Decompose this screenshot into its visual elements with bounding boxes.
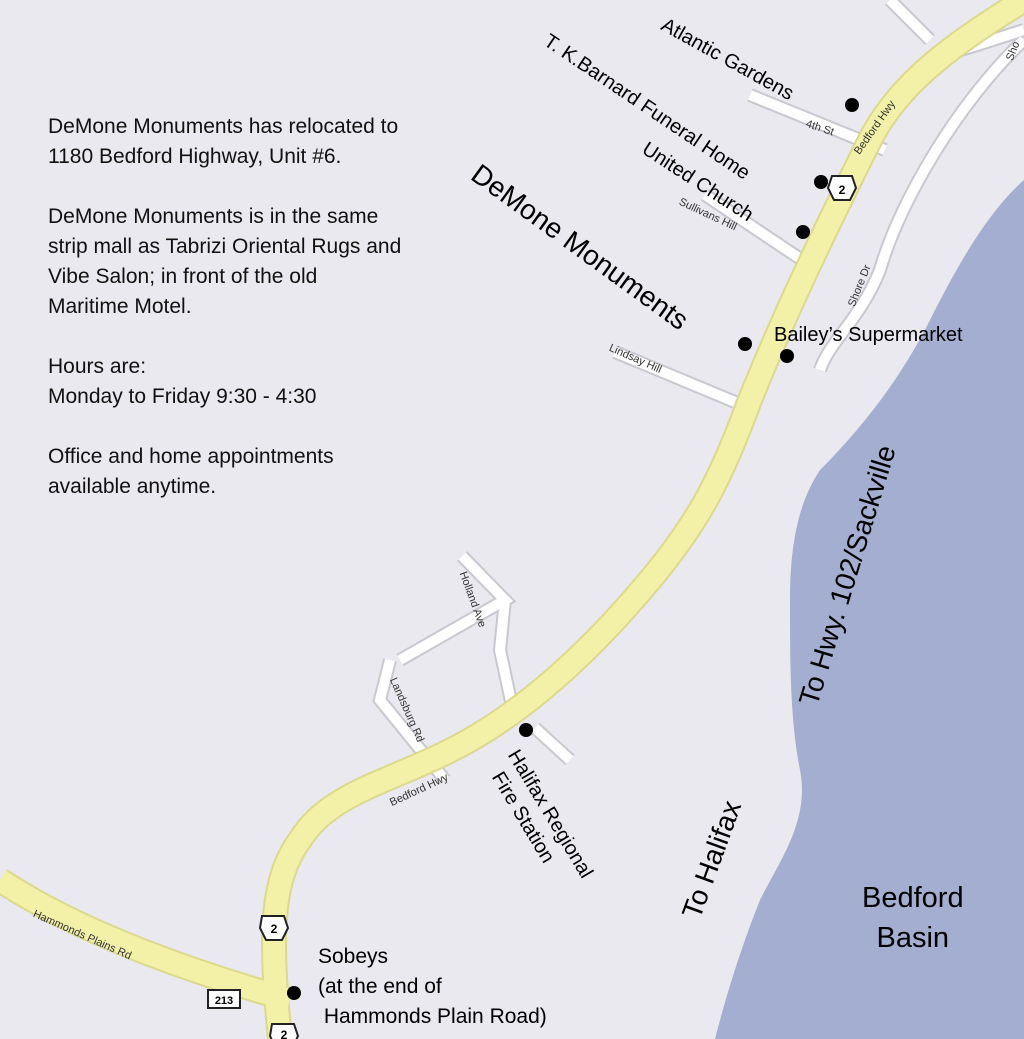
relocation-notice: DeMone Monuments has relocated to 1180 B… [48, 115, 399, 168]
hwy-shield-2-top: 2 [826, 175, 858, 201]
appointments-note: Office and home appointments available a… [48, 445, 334, 498]
label-bedford-basin: Bedford Basin [862, 882, 964, 954]
hwy-shield-2-bottom: 2 [268, 1023, 300, 1039]
marker-funeral-home[interactable] [814, 175, 828, 189]
label-sobeys: Sobeys (at the end of Hammonds Plain Roa… [318, 945, 547, 1028]
info-panel: DeMone Monuments has relocated to 1180 B… [48, 112, 508, 532]
hwy-shield-2-top-text: 2 [839, 183, 846, 197]
location-description: DeMone Monuments is in the same strip ma… [48, 205, 402, 318]
marker-atlantic-gardens[interactable] [845, 98, 859, 112]
marker-baileys-supermarket[interactable] [780, 349, 794, 363]
marker-demone-monuments[interactable] [738, 337, 752, 351]
marker-united-church[interactable] [796, 225, 810, 239]
hwy-shield-2-mid-text: 2 [271, 922, 278, 936]
label-baileys-supermarket: Bailey’s Supermarket [774, 324, 963, 346]
marker-fire-station[interactable] [519, 723, 533, 737]
hwy-shield-213: 213 [207, 989, 241, 1009]
marker-sobeys[interactable] [287, 986, 301, 1000]
bedford-basin-water [715, 180, 1024, 1039]
hwy-shield-2-mid: 2 [258, 915, 290, 941]
business-hours: Hours are: Monday to Friday 9:30 - 4:30 [48, 355, 317, 408]
place-markers [287, 98, 859, 1000]
hwy-shield-2-bottom-text: 2 [281, 1028, 288, 1039]
hwy-shield-213-text: 213 [215, 995, 233, 1007]
